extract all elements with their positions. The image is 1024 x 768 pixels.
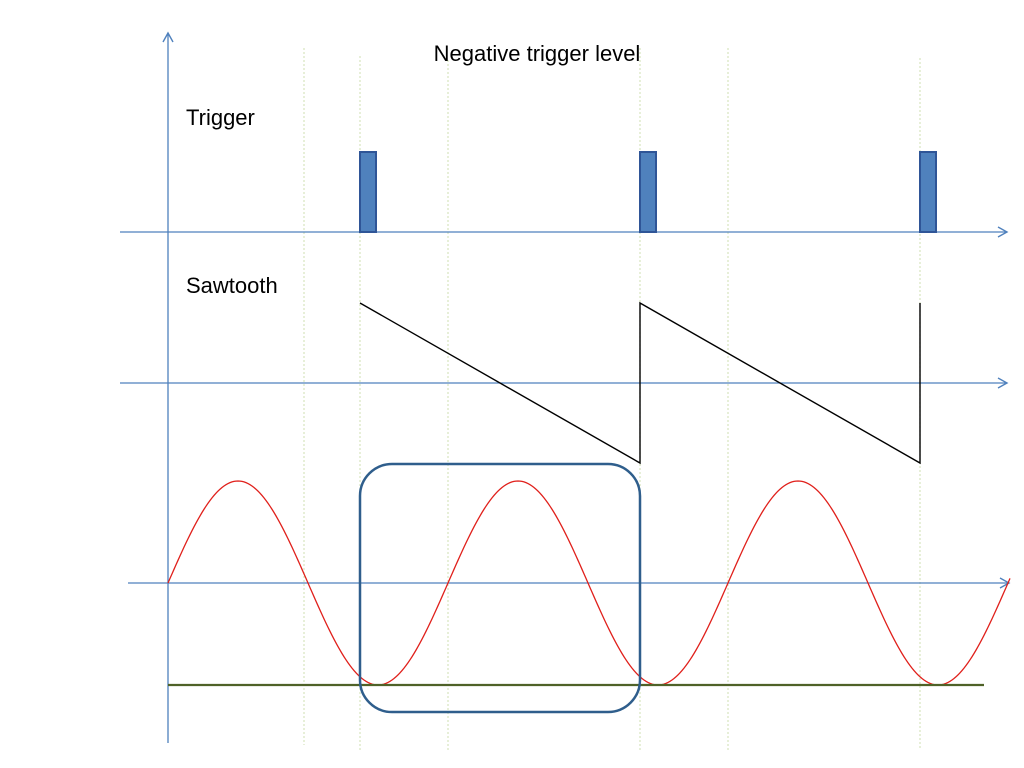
trigger-label: Trigger — [186, 105, 255, 130]
period-highlight-box — [358, 462, 642, 714]
trigger-pulse — [359, 151, 377, 233]
trigger-pulse — [639, 151, 657, 233]
trigger-pulse — [919, 151, 937, 233]
sawtooth-waveform — [359, 301, 921, 465]
diagram-title: Negative trigger level — [434, 41, 641, 66]
sine-waveform — [167, 480, 1011, 686]
guide-lines — [303, 48, 921, 750]
sawtooth-label: Sawtooth — [186, 273, 278, 298]
trigger-pulses — [359, 151, 937, 233]
